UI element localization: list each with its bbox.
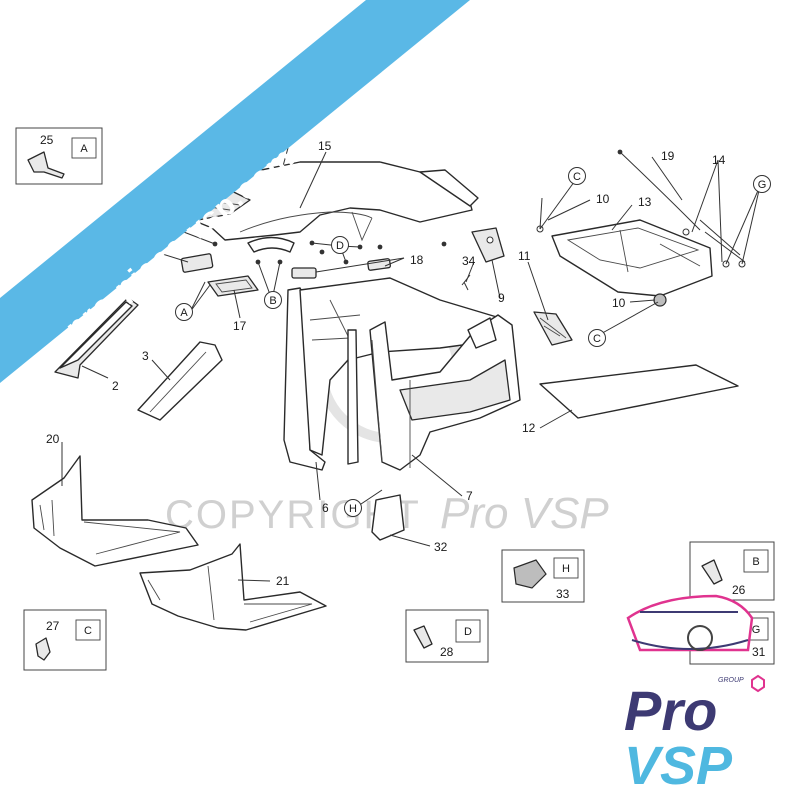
- fastener-box-letter-a: A: [80, 143, 88, 155]
- fastener-box-letter-c: C: [84, 625, 92, 637]
- light-part-18b: [367, 258, 391, 271]
- callout-32: 32: [434, 540, 448, 554]
- letter-callout-h: H: [349, 503, 357, 515]
- fastener-box-letter-d: D: [464, 626, 472, 638]
- cable-part-14: [699, 219, 746, 263]
- bracket-part-32: [371, 494, 405, 541]
- visor-clip-part-15: [247, 236, 295, 253]
- letter-callout-d-center: D: [336, 240, 344, 252]
- letter-callout-b: B: [269, 295, 276, 307]
- cable-part-19: [619, 151, 701, 231]
- provsp-logo: GROUP Pro VSP: [624, 594, 765, 796]
- logo-hex-icon: [751, 674, 765, 693]
- number-callouts: 1 15 2 3 6 7 9 10 10 11 12 13 14 17 18 1…: [46, 137, 726, 588]
- callout-10-bottom: 10: [612, 296, 626, 310]
- nut-part-10: [653, 293, 667, 307]
- rivet-icon: [27, 151, 65, 179]
- light-part-18a: [291, 267, 317, 279]
- callout-2: 2: [112, 379, 119, 393]
- callout-21: 21: [276, 574, 290, 588]
- logo-vsp-text: VSP: [624, 736, 733, 796]
- fastener-box-25-a: A 25: [15, 127, 103, 185]
- callout-3: 3: [142, 349, 149, 363]
- fastener-box-letter-h: H: [562, 563, 570, 575]
- fastener-box-part-33: 33: [556, 587, 570, 601]
- callout-9: 9: [498, 291, 505, 305]
- callout-19: 19: [661, 149, 675, 163]
- rear-quarter-trim-part-7: [369, 314, 521, 471]
- callout-14: 14: [712, 153, 726, 167]
- banner-band: [0, 0, 470, 383]
- tray-part-17: [207, 275, 259, 297]
- fastener-box-33-h: H 33: [501, 549, 585, 603]
- callout-7: 7: [466, 489, 473, 503]
- sill-trim-part-21: [139, 543, 327, 631]
- letter-callouts: D D A B C C G H: [127, 167, 771, 517]
- lamp-part-1t: [180, 253, 214, 273]
- letter-callout-c-bottom: C: [593, 333, 601, 345]
- letter-callout-c-top: C: [573, 171, 581, 183]
- fastener-box-28-d: D 28: [405, 609, 489, 663]
- fastener-box-26-b: B 26: [689, 541, 775, 601]
- callout-20: 20: [46, 432, 60, 446]
- fastener-box-part-25: 25: [40, 133, 54, 147]
- logo-group-label: GROUP: [718, 677, 744, 684]
- fastener-box-27-c: C 27: [23, 609, 107, 671]
- sill-trim-part-20: [31, 455, 199, 567]
- fastener-box-letter-b: B: [752, 556, 759, 568]
- callout-34: 34: [462, 254, 476, 268]
- fastener-box-letter-g: G: [752, 624, 761, 636]
- logo-pro-text: Pro: [624, 679, 717, 742]
- callout-11: 11: [518, 249, 531, 263]
- bracket-part-9: [471, 227, 505, 263]
- callout-12: 12: [522, 421, 536, 435]
- callout-10-top: 10: [596, 192, 610, 206]
- b-pillar-trim-part-3: [137, 341, 223, 421]
- callout-13: 13: [638, 195, 652, 209]
- callout-6: 6: [322, 501, 329, 515]
- pin-part-34: [461, 274, 471, 291]
- floor-mat-part-12: [539, 364, 739, 419]
- fastener-box-part-26: 26: [732, 583, 746, 597]
- callout-18: 18: [410, 253, 424, 267]
- fastener-box-part-27: 27: [46, 619, 60, 633]
- fastener-box-part-28: 28: [440, 645, 454, 659]
- callout-17: 17: [233, 319, 247, 333]
- bolt-icon: [701, 559, 723, 585]
- letter-callout-a: A: [180, 307, 188, 319]
- side-trim-part-6: [283, 277, 501, 471]
- push-pin-icon: [413, 625, 433, 649]
- fastener-box-part-31: 31: [752, 645, 766, 659]
- logo-car-outline: [626, 594, 754, 652]
- grommet-icon: [513, 559, 547, 589]
- letter-callout-g: G: [758, 179, 767, 191]
- clip-icon: [35, 637, 51, 661]
- copyright-brand: Pro VSP: [440, 489, 609, 538]
- leader-lines: [61, 147, 761, 582]
- callout-15: 15: [318, 139, 332, 153]
